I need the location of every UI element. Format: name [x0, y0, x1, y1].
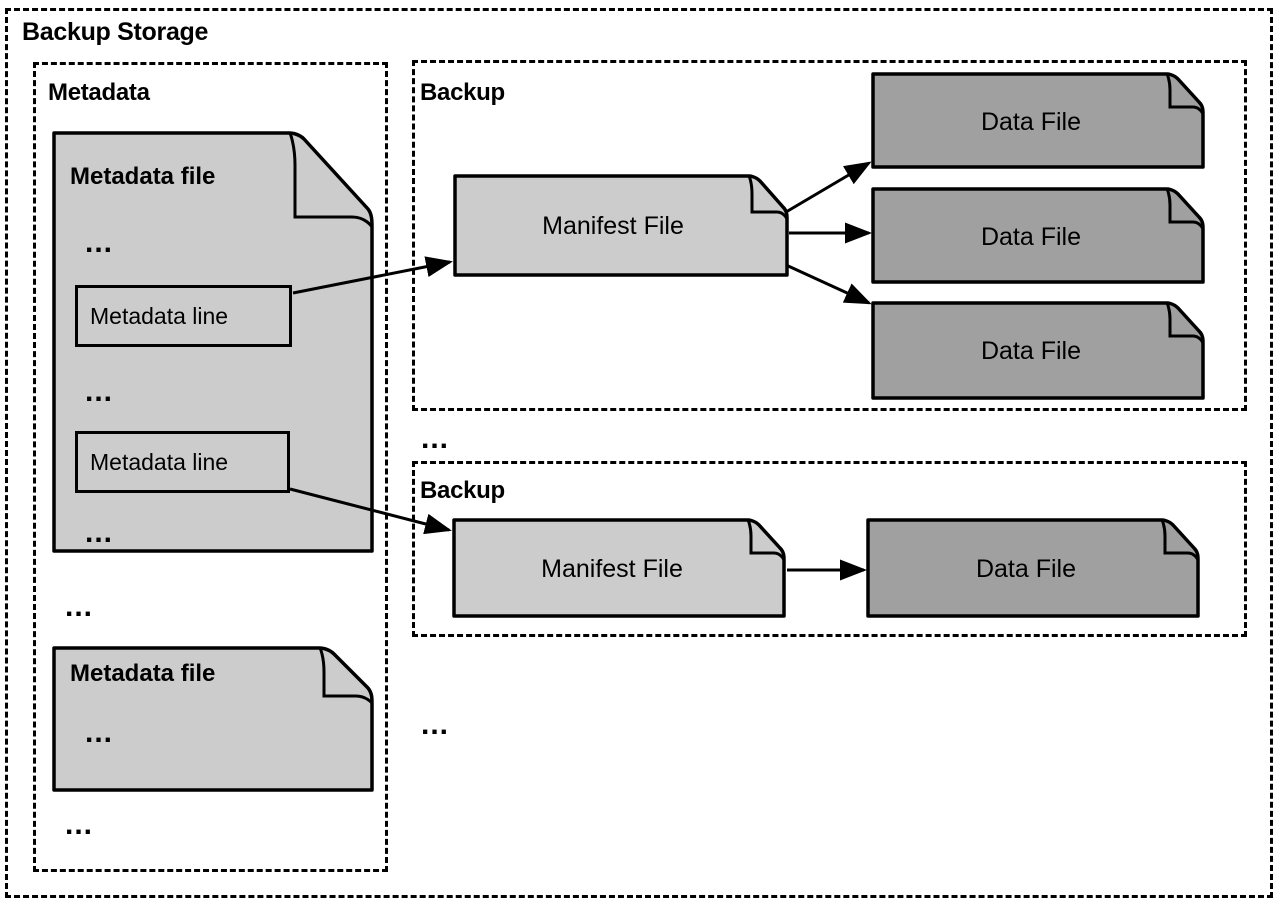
metadata-line-1-label: Metadata line — [90, 302, 229, 329]
backup-storage-container — [5, 8, 1273, 898]
backup-storage-title: Backup Storage — [22, 18, 209, 46]
data-file-1c-label: Data File — [980, 337, 1082, 365]
manifest-file-1 — [453, 174, 791, 279]
metadata-line-1: Metadata line — [75, 285, 292, 347]
backup-section-1 — [412, 60, 1247, 411]
data-file-1a-label: Data File — [980, 108, 1082, 136]
metadata-line-2: Metadata line — [75, 431, 290, 493]
backup-section-2 — [412, 461, 1247, 637]
metadata-file-1-ellipsis-1: ... — [85, 226, 114, 259]
manifest-file-1-label: Manifest File — [542, 212, 684, 240]
metadata-file-1-ellipsis-2: ... — [85, 375, 114, 408]
data-file-1c — [871, 301, 1207, 402]
metadata-between-files-ellipsis: ... — [65, 590, 94, 623]
metadata-section-title: Metadata — [48, 79, 150, 106]
data-file-2a-label: Data File — [975, 555, 1077, 583]
metadata-file-2-label: Metadata file — [70, 660, 216, 687]
metadata-file-2 — [52, 646, 374, 794]
backup-section-2-title: Backup — [420, 477, 505, 504]
manifest-file-2 — [452, 518, 788, 620]
metadata-line-2-label: Metadata line — [90, 448, 229, 475]
data-file-2a — [866, 518, 1202, 620]
metadata-trailing-ellipsis: ... — [65, 808, 94, 841]
metadata-section — [33, 62, 388, 872]
data-file-1b-label: Data File — [980, 223, 1082, 251]
metadata-file-1-ellipsis-3: ... — [85, 516, 114, 549]
metadata-file-1-label: Metadata file — [70, 163, 216, 190]
backup-section-1-title: Backup — [420, 79, 505, 106]
manifest-file-2-label: Manifest File — [541, 555, 683, 583]
backups-trailing-ellipsis: ... — [421, 708, 450, 741]
metadata-file-2-ellipsis-1: ... — [85, 716, 114, 749]
data-file-1b — [871, 187, 1207, 286]
data-file-1a — [871, 72, 1207, 171]
between-backups-ellipsis: ... — [421, 422, 450, 455]
